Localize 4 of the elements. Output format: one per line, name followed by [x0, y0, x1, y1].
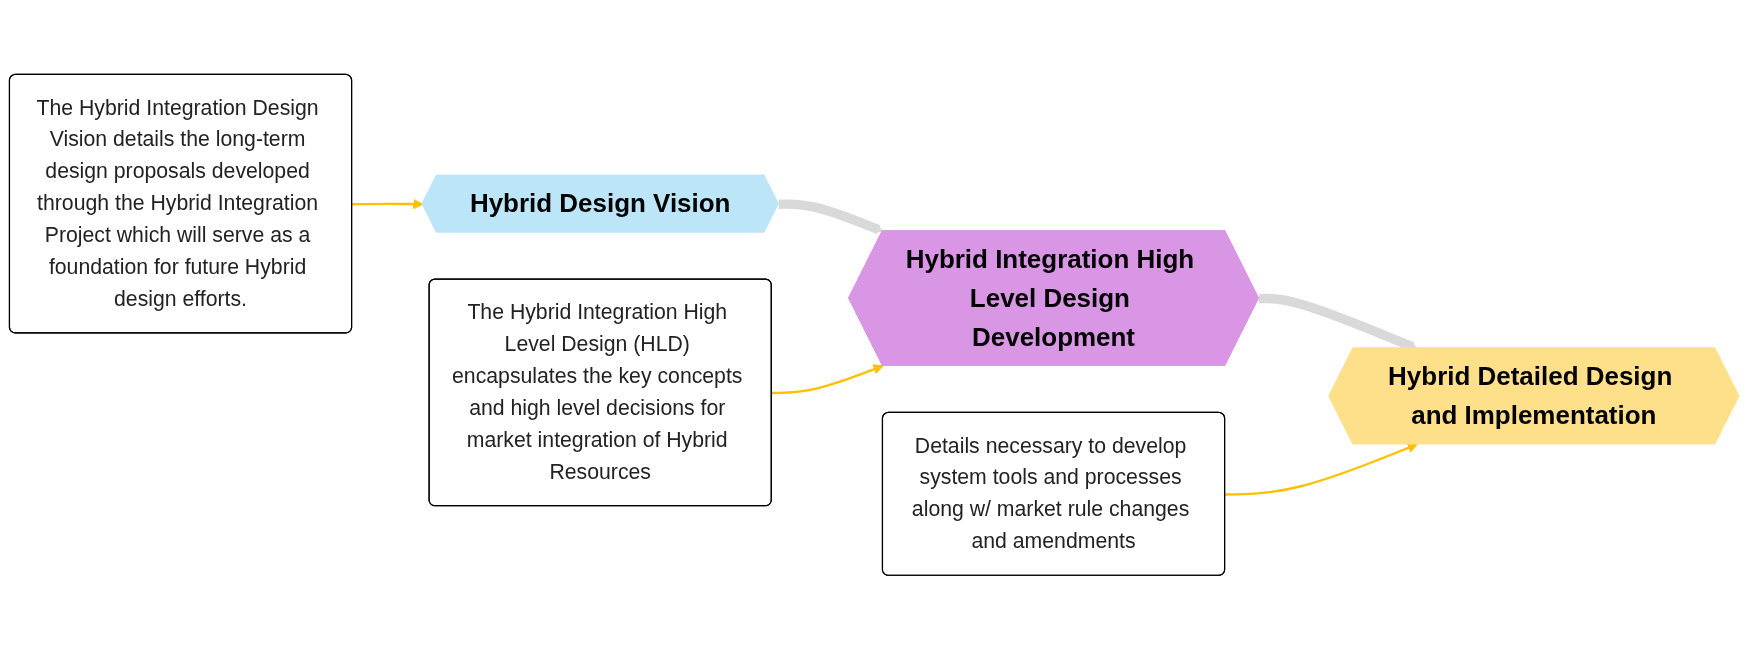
arrow [771, 363, 884, 394]
arrow [352, 198, 424, 209]
arrow [1225, 442, 1418, 496]
arrow [778, 199, 884, 234]
